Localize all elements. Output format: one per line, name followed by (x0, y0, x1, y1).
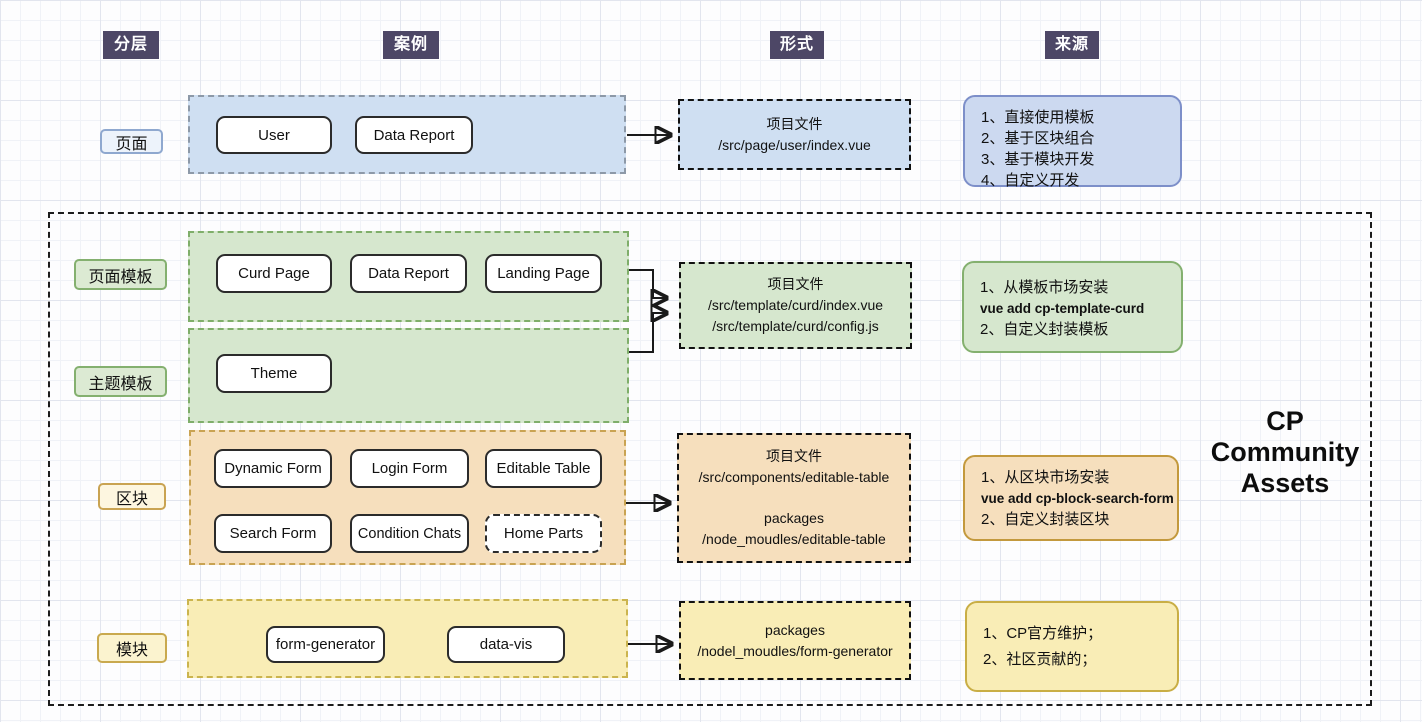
form-line: 项目文件 (766, 115, 823, 132)
block-form-box: 项目文件 /src/components/editable-table pack… (677, 433, 911, 563)
row-label-page: 页面 (100, 129, 163, 154)
column-header-source: 来源 (1045, 31, 1099, 59)
example-box-condition-chats: Condition Chats (350, 514, 469, 553)
source-line: 1、从模板市场安装 (980, 279, 1109, 296)
form-line: packages (764, 510, 824, 526)
row-label-theme-template: 主题模板 (74, 366, 167, 397)
source-line: 2、自定义封装模板 (980, 321, 1109, 338)
example-box-form-generator: form-generator (266, 626, 385, 663)
example-box-search-form: Search Form (214, 514, 332, 553)
source-line: 2、社区贡献的； (983, 651, 1097, 668)
form-line: /node_moudles/editable-table (702, 531, 886, 547)
form-line: 项目文件 (767, 276, 824, 292)
source-line: 1、CP官方维护； (983, 625, 1103, 642)
title-line: CP (1266, 406, 1304, 436)
example-box-user: User (216, 116, 332, 154)
example-box-editable-table: Editable Table (485, 449, 602, 488)
example-box-data-report-2: Data Report (350, 254, 467, 293)
example-box-data-report: Data Report (355, 116, 473, 154)
page-form-box: 项目文件 /src/page/user/index.vue (678, 99, 911, 170)
source-line-command: vue add cp-template-curd (980, 301, 1145, 316)
example-box-dynamic-form: Dynamic Form (214, 449, 332, 488)
form-line: packages (765, 621, 825, 638)
page-source-box: 1、直接使用模板 2、基于区块组合 3、基于模块开发 4、自定义开发 (963, 95, 1182, 189)
example-box-home-parts: Home Parts (485, 514, 602, 553)
community-assets-container (48, 212, 1372, 706)
title-line: Assets (1240, 468, 1330, 498)
module-source-box: 1、CP官方维护； 2、社区贡献的； (965, 601, 1179, 692)
community-assets-title: CP Community Assets (1190, 406, 1380, 499)
example-box-curd-page: Curd Page (216, 254, 332, 293)
row-label-block: 区块 (98, 483, 166, 510)
source-line: 4、自定义开发 (981, 172, 1080, 189)
example-box-login-form: Login Form (350, 449, 469, 488)
module-form-box: packages /nodel_moudles/form-generator (679, 601, 911, 680)
template-form-box: 项目文件 /src/template/curd/index.vue /src/t… (679, 262, 912, 349)
form-line: /src/template/curd/config.js (712, 318, 879, 334)
column-header-form: 形式 (770, 31, 824, 59)
template-source-box: 1、从模板市场安装 vue add cp-template-curd 2、自定义… (962, 261, 1183, 353)
example-box-data-vis: data-vis (447, 626, 565, 663)
title-line: Community (1210, 437, 1360, 467)
source-line: 1、从区块市场安装 (981, 469, 1110, 486)
form-line: /src/page/user/index.vue (718, 136, 871, 153)
form-line: /src/template/curd/index.vue (707, 297, 884, 313)
form-line: /nodel_moudles/form-generator (697, 642, 893, 659)
example-box-theme: Theme (216, 354, 332, 393)
example-box-landing-page: Landing Page (485, 254, 602, 293)
source-line: 2、基于区块组合 (981, 130, 1095, 147)
form-line: 项目文件 (766, 448, 822, 464)
source-line: 3、基于模块开发 (981, 151, 1095, 168)
block-source-box: 1、从区块市场安装 vue add cp-block-search-form 2… (963, 455, 1179, 541)
row-label-page-template: 页面模板 (74, 259, 167, 290)
column-header-layer: 分层 (103, 31, 159, 59)
theme-template-examples-container (188, 328, 629, 423)
source-line-command: vue add cp-block-search-form (981, 491, 1174, 506)
source-line: 1、直接使用模板 (981, 109, 1095, 126)
form-line: /src/components/editable-table (698, 469, 890, 485)
column-header-example: 案例 (383, 31, 439, 59)
row-label-module: 模块 (97, 633, 167, 663)
source-line: 2、自定义封装区块 (981, 511, 1110, 528)
